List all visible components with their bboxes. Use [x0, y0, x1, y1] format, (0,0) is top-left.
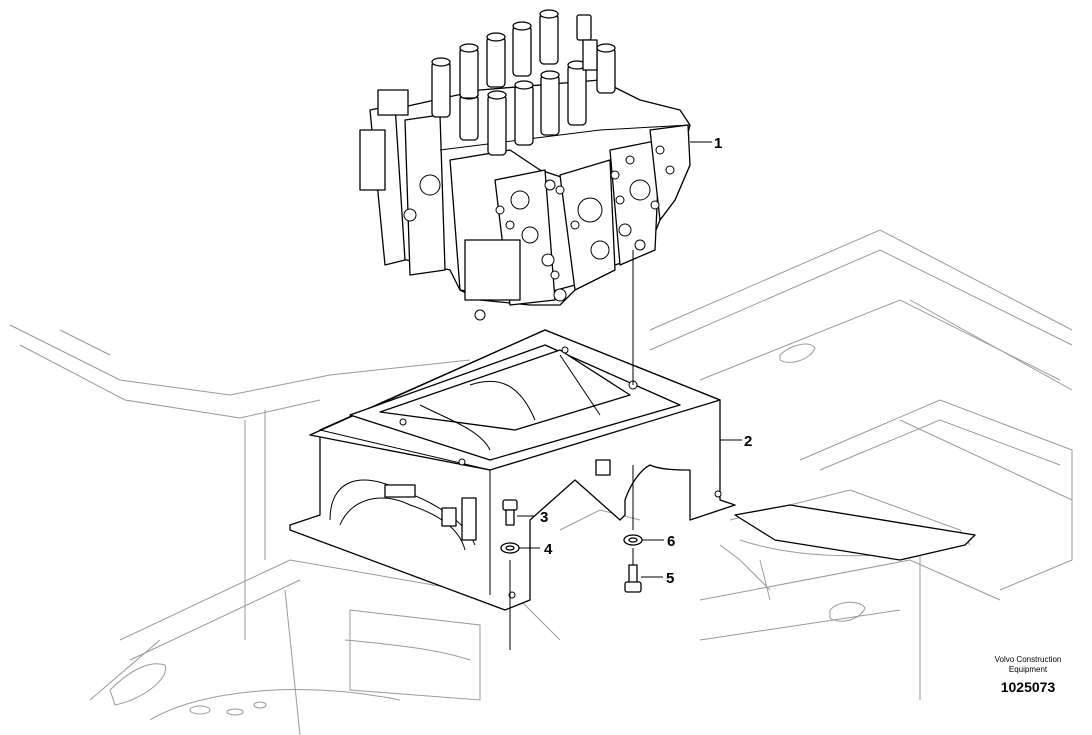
valve-bracket [289, 329, 736, 611]
bolt-5 [624, 564, 642, 593]
credit-line-1: Volvo Construction [995, 655, 1062, 664]
callout-3: 3 [540, 509, 548, 526]
washer-6 [623, 534, 643, 546]
callout-leaders [517, 141, 742, 578]
side-rail [734, 504, 976, 561]
callout-6: 6 [667, 533, 675, 550]
callout-4: 4 [544, 541, 553, 558]
control-valve [359, 9, 691, 321]
callout-2: 2 [744, 433, 752, 450]
background-frame [9, 229, 1073, 735]
washer-4 [500, 542, 520, 554]
reference-number: 1025073 [1001, 679, 1056, 695]
bolt-3 [502, 499, 518, 526]
alignment-lines [509, 250, 634, 650]
callout-5: 5 [666, 570, 674, 587]
callout-1: 1 [714, 135, 722, 152]
credit-line-2: Equipment [1009, 665, 1048, 674]
